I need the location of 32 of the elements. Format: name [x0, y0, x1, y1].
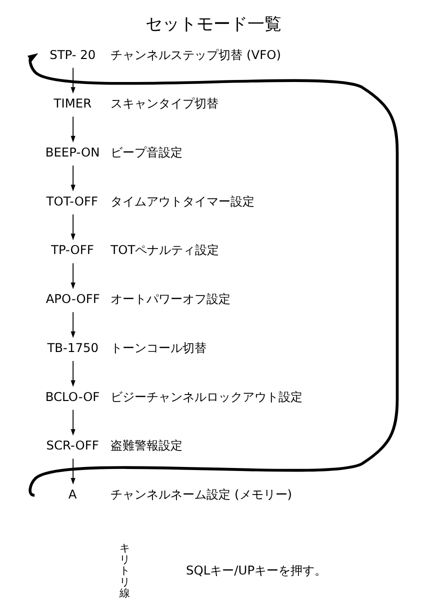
- node-text: A: [68, 488, 76, 502]
- node-label: チャンネルステップ切替 (VFO): [110, 48, 281, 62]
- node-label: TOTペナルティ設定: [110, 243, 219, 258]
- node-text: SCR-OFF: [46, 438, 98, 453]
- node-text: TIMER: [53, 96, 92, 111]
- arrow: [70, 360, 75, 387]
- node-text: TOT-OFF: [46, 194, 98, 208]
- arrow: [70, 67, 75, 94]
- node-text: BEEP-ON: [44, 146, 100, 160]
- node-label: トーンコール切替: [110, 340, 206, 355]
- arrow: [70, 165, 75, 192]
- arrow: [70, 214, 75, 240]
- arrow: [70, 262, 75, 290]
- node-text: TP-OFF: [50, 243, 94, 258]
- node-label: オートパワーオフ設定: [110, 292, 230, 306]
- node-label: 盗難警報設定: [110, 438, 182, 453]
- node-label: ビジーチャンネルロックアウト設定: [110, 390, 302, 404]
- arrow: [70, 312, 75, 338]
- diagram-title: セットモード一覧: [145, 14, 281, 34]
- node-text: STP- 20: [49, 48, 96, 62]
- arrow: [70, 116, 75, 143]
- node-text: APO-OFF: [45, 292, 100, 306]
- arrow: [70, 409, 75, 436]
- node-label: ビープ音設定: [110, 146, 182, 160]
- label: SQLキー/UPキーを押す。: [186, 564, 326, 578]
- arrow: [70, 458, 75, 485]
- node-label: チャンネルネーム設定 (メモリー): [110, 488, 292, 502]
- node-text: BCLO-OF: [44, 390, 100, 404]
- label: キリトリ線: [119, 542, 130, 600]
- node-text: TB-1750: [46, 340, 98, 355]
- node-label: タイムアウトタイマー設定: [110, 194, 254, 208]
- node-label: スキャンタイプ切替: [110, 96, 218, 111]
